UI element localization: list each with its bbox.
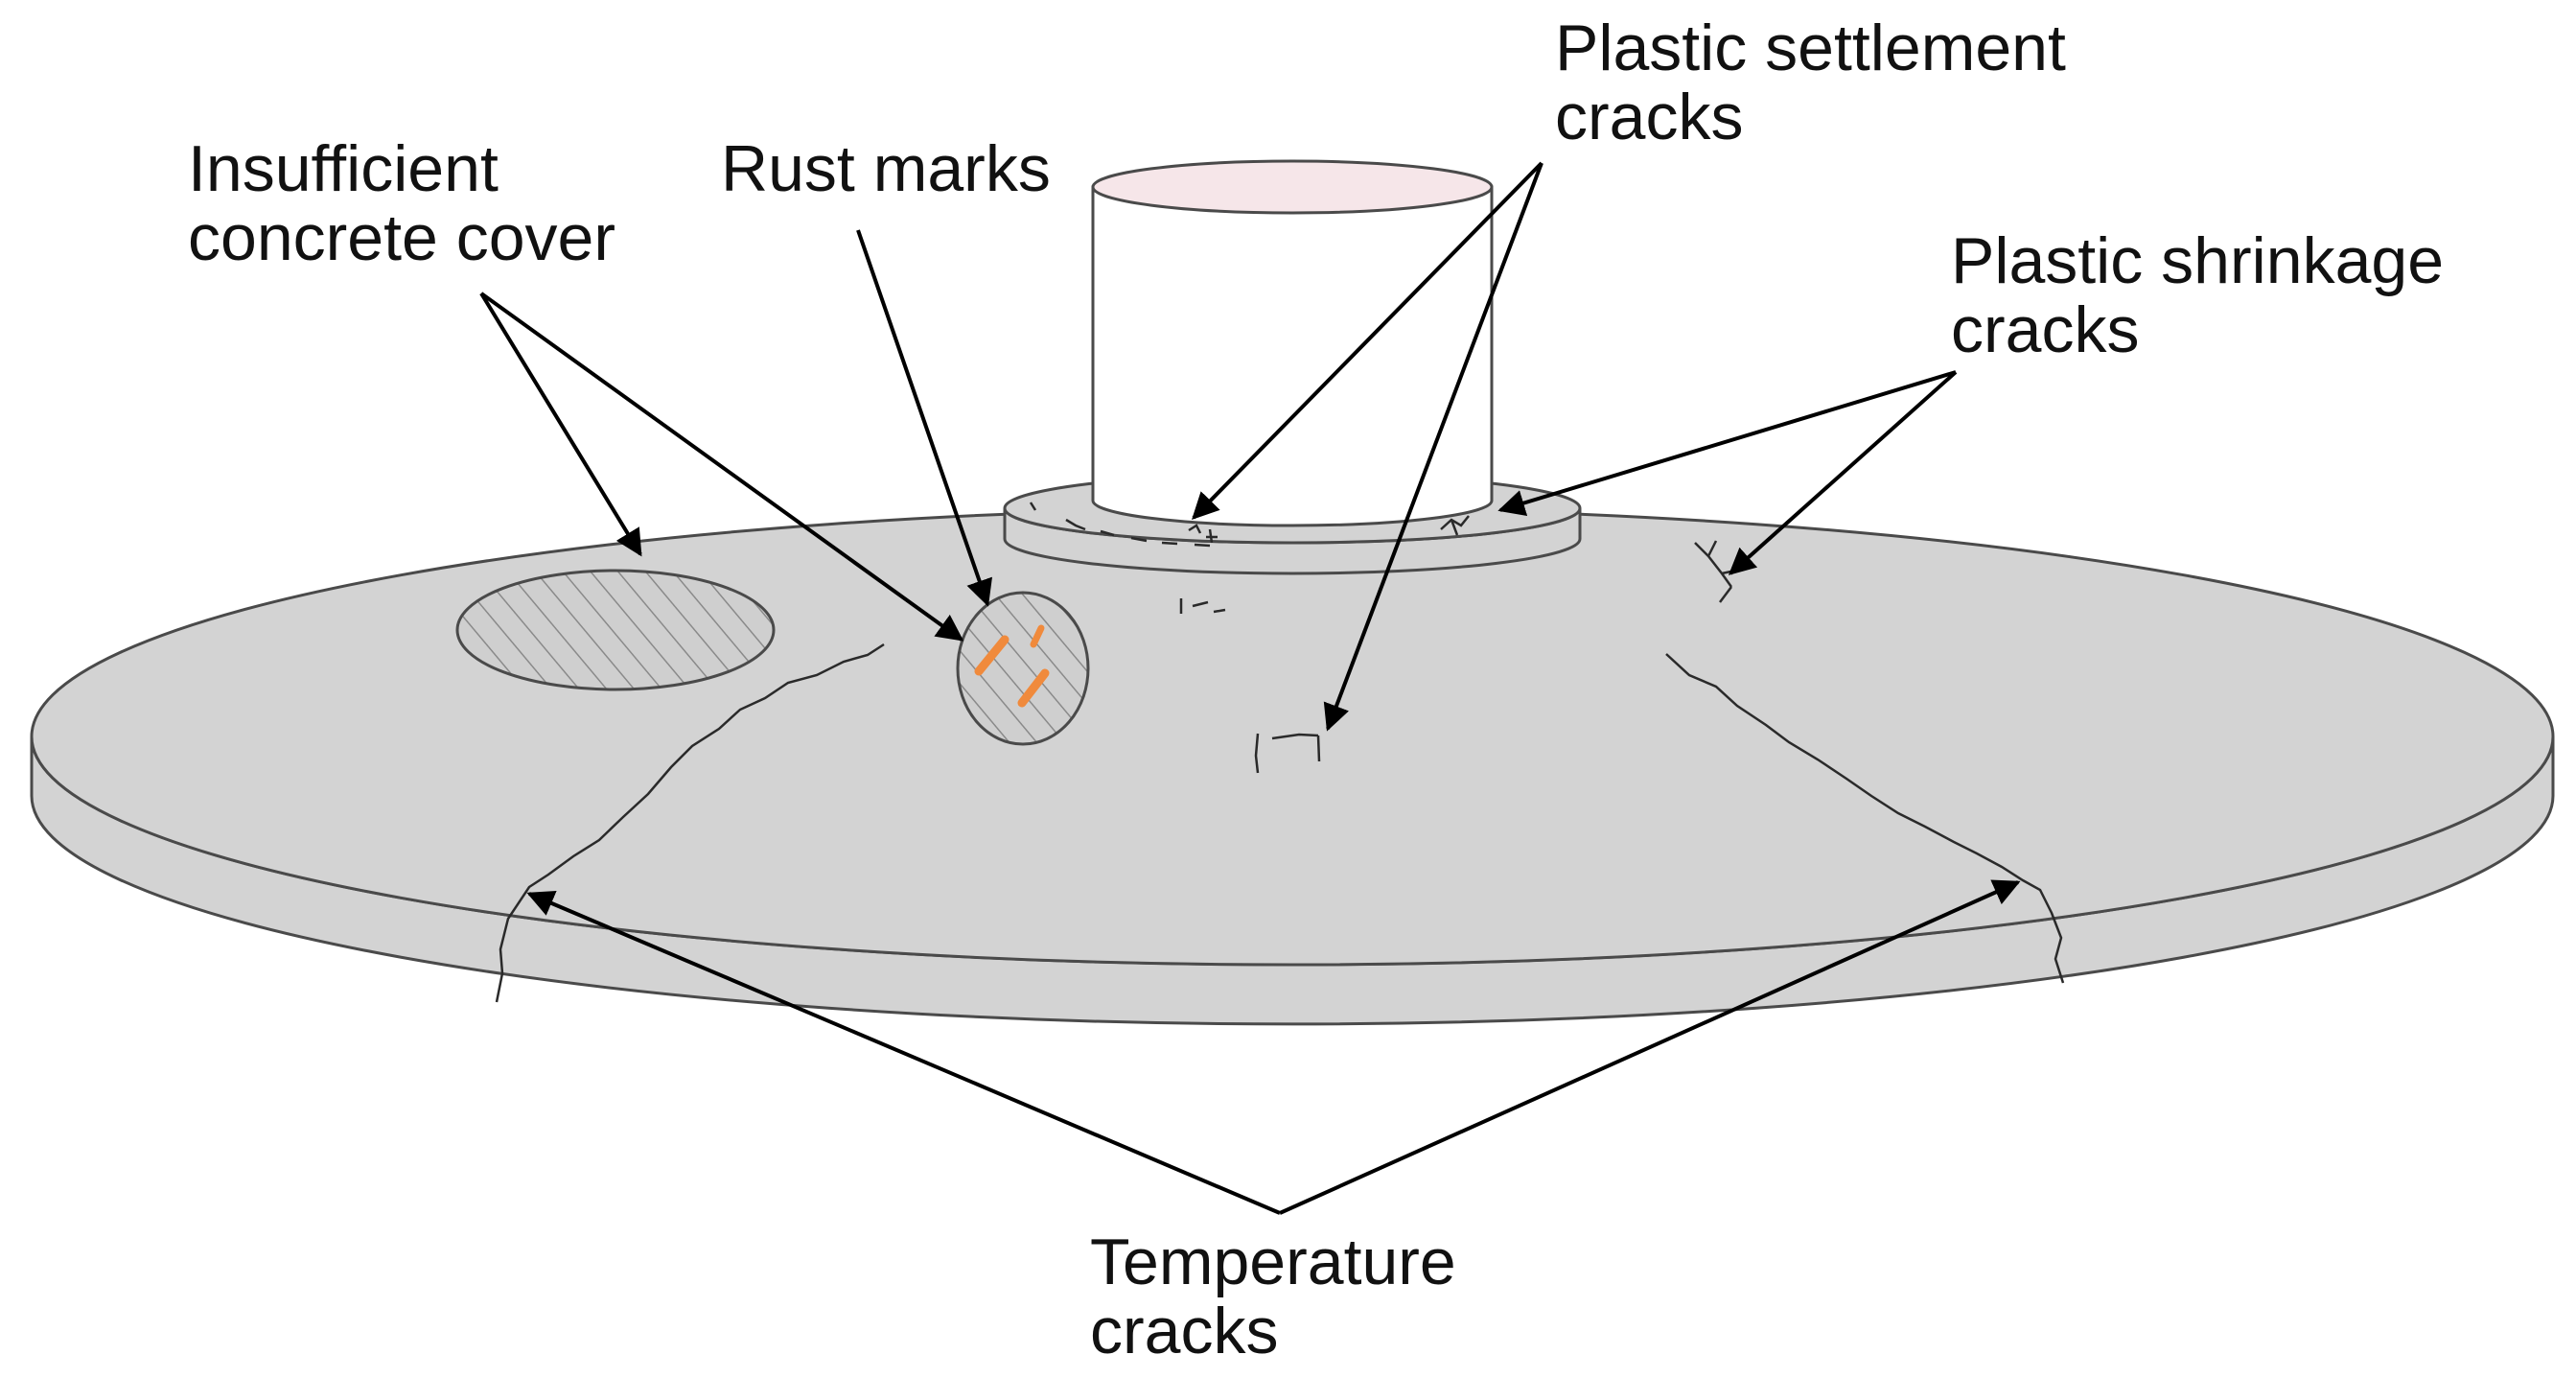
plastic-settlement-cracks <box>1029 502 1321 774</box>
insufficient-cover-patch <box>455 569 776 691</box>
arrow-shrinkage-slab <box>1728 370 1958 575</box>
label-line: concrete cover <box>188 201 615 274</box>
label-insufficient-concrete-cover: Insufficient concrete cover <box>188 134 615 272</box>
label-rust-marks: Rust marks <box>721 134 1051 203</box>
label-line: Plastic settlement <box>1555 12 2066 84</box>
label-line: Insufficient <box>188 132 499 205</box>
settlement-crack-small <box>1179 598 1226 614</box>
label-temperature-cracks: Temperature cracks <box>1090 1227 1456 1366</box>
arrow-temperature-left <box>526 890 1281 1215</box>
temperature-cracks <box>495 642 2065 1003</box>
arrow-settlement-base <box>1192 161 1543 520</box>
arrow-temperature-right <box>1279 879 2021 1215</box>
label-line: Temperature <box>1090 1226 1456 1298</box>
arrow-shrinkage-base <box>1497 370 1957 517</box>
settlement-crack-base <box>1029 502 1218 548</box>
settlement-crack-slab <box>1254 733 1321 774</box>
arrow-cover-to-rust <box>479 292 964 642</box>
label-line: cracks <box>1555 81 1744 153</box>
label-line: cracks <box>1090 1295 1279 1367</box>
temperature-crack-left <box>495 642 885 1003</box>
plastic-shrinkage-cracks <box>1440 515 1736 603</box>
column-body <box>1091 185 1494 527</box>
label-plastic-settlement-cracks: Plastic settlement cracks <box>1555 13 2066 152</box>
arrow-cover-to-patch <box>479 292 642 557</box>
arrow-settlement-slab <box>1323 162 1543 732</box>
rust-stain <box>1030 624 1045 648</box>
shrinkage-crack-base <box>1440 515 1470 536</box>
concrete-slab <box>30 506 2555 1026</box>
arrow-rust <box>856 229 992 607</box>
rust-marks-patch <box>956 591 1090 746</box>
label-line: Rust marks <box>721 132 1051 205</box>
column <box>1091 159 1494 527</box>
label-plastic-shrinkage-cracks: Plastic shrinkage cracks <box>1951 226 2444 364</box>
rust-stain <box>974 635 1010 676</box>
arrows <box>479 161 2021 1215</box>
temperature-crack-right <box>1665 653 2065 984</box>
shrinkage-crack-right <box>1694 540 1736 603</box>
label-line: Plastic shrinkage <box>1951 224 2445 297</box>
label-line: cracks <box>1951 293 2140 366</box>
rust-stain <box>1017 668 1050 708</box>
column-top <box>1091 159 1494 215</box>
